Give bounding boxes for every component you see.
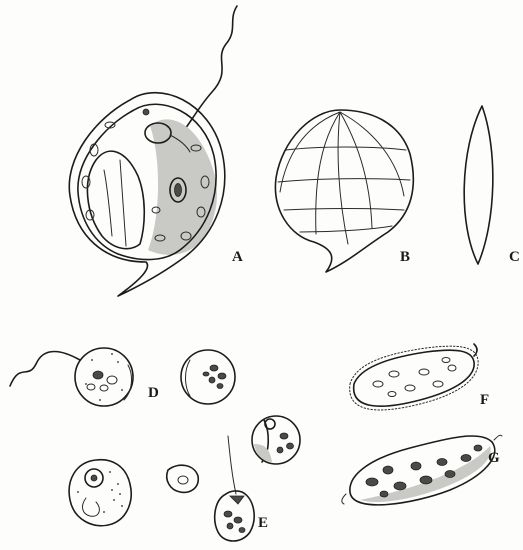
- label-f: F: [480, 392, 489, 408]
- figure-c-outline: [464, 106, 493, 264]
- label-a: A: [232, 249, 243, 265]
- figure-c-spindle: C: [464, 106, 520, 265]
- figure-e-cells: E: [69, 416, 300, 541]
- label-d: D: [148, 385, 159, 401]
- label-b: B: [400, 249, 410, 265]
- figure-e-fragment: [167, 465, 199, 492]
- label-e: E: [258, 515, 268, 531]
- figure-f-outline: [354, 350, 474, 406]
- figure-e-flagellum: [228, 436, 236, 494]
- figure-e-dividing-cell: [252, 416, 300, 464]
- figure-f-cell: F: [350, 344, 489, 410]
- figure-a-lobe: [87, 151, 144, 249]
- figure-d-cell-2: [181, 350, 235, 404]
- label-c: C: [509, 249, 520, 265]
- figure-b-outline: [275, 110, 413, 272]
- figure-d-cells: D: [10, 348, 235, 406]
- figure-f-fringe: [350, 346, 478, 410]
- figure-g-cell: G: [342, 435, 502, 505]
- label-g: G: [488, 450, 500, 466]
- figure-a-stigma-inner: [175, 184, 182, 197]
- figure-b-envelope: B: [275, 110, 413, 272]
- figure-a-cell: A: [69, 6, 243, 296]
- figure-d-flagellum: [10, 352, 80, 387]
- figure-d-cell-1: [75, 348, 133, 406]
